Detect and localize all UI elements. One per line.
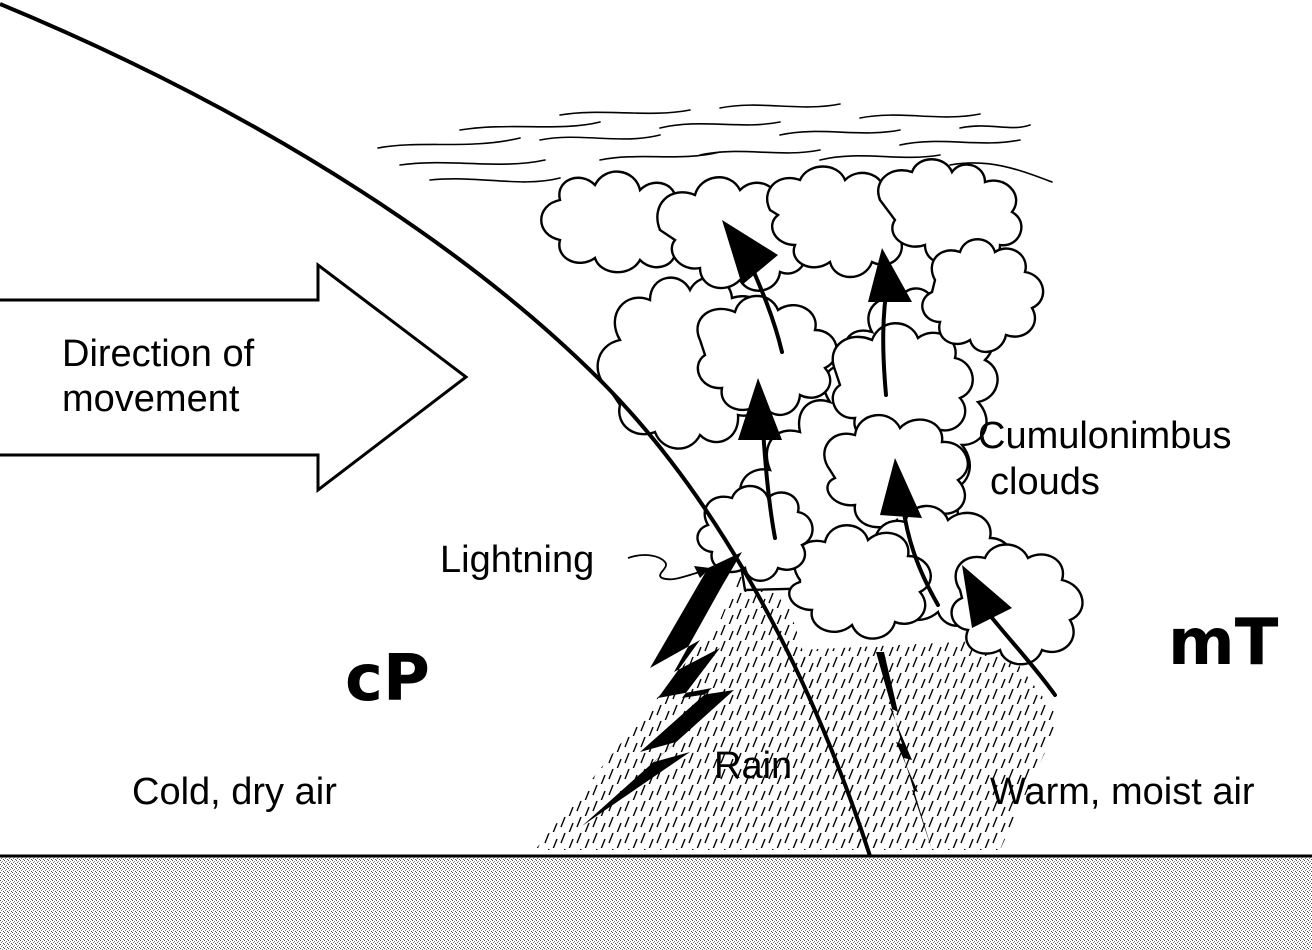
lightning-bolt-rear-icon — [876, 652, 932, 850]
lightning-label: Lightning — [440, 539, 594, 581]
cold-air-label: Cold, dry air — [132, 771, 337, 813]
warm-air-mass-label: mT — [1168, 606, 1279, 680]
ground — [0, 856, 1312, 950]
rain-label: Rain — [714, 745, 792, 787]
cold-air-mass-label: cP — [345, 642, 430, 716]
warm-air-label: Warm, moist air — [990, 771, 1255, 813]
cumulonimbus-clouds — [540, 158, 1084, 666]
direction-arrow-icon — [0, 261, 469, 494]
cumulonimbus-label-line2: clouds — [990, 461, 1100, 503]
updraft-arrows — [722, 220, 1057, 697]
direction-label-line2: movement — [62, 378, 240, 420]
cold-front-boundary — [0, 2, 872, 857]
rain-region-rear — [800, 640, 1060, 850]
direction-label-line1: Direction of — [62, 333, 255, 375]
anvil-wisps — [377, 103, 1053, 183]
lightning-pointer — [627, 554, 701, 581]
lightning-bolt-icon — [582, 552, 742, 826]
cumulonimbus-label-line1: Cumulonimbus — [978, 415, 1231, 457]
